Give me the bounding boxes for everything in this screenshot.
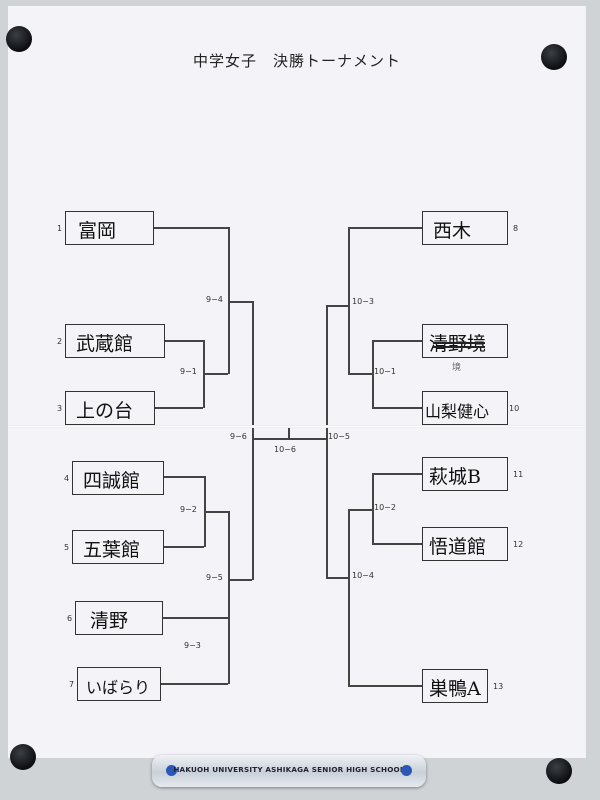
team-box-2: 2 武蔵館	[57, 324, 165, 358]
plaque-screw-icon	[401, 765, 412, 776]
bracket-line	[165, 340, 203, 342]
seed-number: 3	[57, 404, 63, 413]
magnet-pin	[546, 758, 572, 784]
team-box-8: 西木 8	[422, 211, 518, 245]
team-name: 四誠館	[83, 470, 141, 492]
tournament-sheet: 中学女子 決勝トーナメント 1 富岡 2 武蔵館 3 上の台 4 四誠館 5 五…	[8, 6, 586, 758]
bracket-line	[228, 227, 230, 374]
team-name: 山梨健心	[425, 402, 490, 421]
bracket-line	[348, 305, 350, 374]
seed-number: 12	[513, 540, 524, 549]
bracket-line	[348, 509, 373, 511]
handwritten-note: 境	[452, 363, 462, 373]
magnet-pin	[10, 744, 36, 770]
bracket-line	[155, 407, 203, 409]
bracket-line	[203, 373, 228, 375]
bracket-line	[348, 227, 350, 305]
match-label-10-3: 10−3	[352, 297, 374, 306]
bracket-line	[326, 305, 349, 307]
final-line	[288, 427, 290, 439]
magnet-pin	[541, 44, 567, 70]
team-box-12: 悟道館 12	[422, 527, 523, 561]
bracket-line	[228, 579, 252, 581]
plaque-screw-icon	[166, 765, 177, 776]
bracket-line	[372, 473, 374, 544]
bracket-line	[288, 438, 326, 440]
team-name: 清野境	[429, 333, 487, 355]
bracket-line	[326, 305, 328, 578]
sheet-title: 中学女子 決勝トーナメント	[192, 52, 401, 70]
bracket-line	[372, 340, 422, 342]
bracket-line	[154, 227, 228, 229]
team-name: いばらり	[86, 678, 151, 697]
match-label-10-5: 10−5	[328, 432, 350, 441]
team-name: 萩城B	[429, 466, 481, 488]
seed-number: 8	[513, 224, 519, 233]
team-name: 武蔵館	[76, 333, 134, 355]
bracket-line	[164, 546, 204, 548]
bracket-line	[372, 473, 422, 475]
match-label-10-2: 10−2	[374, 503, 396, 512]
team-name: 悟道館	[429, 536, 487, 558]
seed-number: 11	[513, 470, 524, 479]
seed-number: 6	[67, 614, 73, 623]
team-box-13: 巣鴨A 13	[422, 669, 503, 703]
bracket-line	[161, 683, 228, 685]
bracket-line	[163, 617, 228, 619]
match-label-9-3: 9−3	[184, 641, 201, 650]
nameplate-text: HAKUOH UNIVERSITY ASHIKAGA SENIOR HIGH S…	[173, 765, 405, 774]
match-label-9-2: 9−2	[180, 505, 197, 514]
bracket-line	[228, 511, 230, 651]
bracket-line	[348, 509, 350, 686]
bracket-line	[164, 476, 204, 478]
magnet-pin	[6, 26, 32, 52]
seed-number: 2	[57, 337, 63, 346]
team-name: 西木	[433, 220, 472, 242]
team-box-6: 6 清野	[67, 601, 163, 635]
team-box-11: 萩城B 11	[422, 457, 523, 491]
match-label-10-4: 10−4	[352, 571, 374, 580]
bracket-line	[348, 685, 422, 687]
bracket-line	[326, 577, 349, 579]
team-name: 上の台	[76, 400, 134, 422]
seed-number: 13	[493, 682, 504, 691]
bracket-line	[204, 511, 228, 513]
match-label-10-6: 10−6	[274, 445, 296, 454]
bracket-line	[372, 543, 422, 545]
team-name: 富岡	[78, 220, 117, 242]
match-label-10-1: 10−1	[374, 367, 396, 376]
seed-number: 5	[64, 543, 70, 552]
bracket-line	[228, 301, 252, 303]
team-box-9: 清野境	[422, 324, 508, 358]
bracket-line	[252, 301, 254, 580]
team-box-10: 山梨健心 10	[422, 391, 519, 425]
seed-number: 4	[64, 474, 70, 483]
bracket-line	[252, 438, 288, 440]
match-label-9-1: 9−1	[180, 367, 197, 376]
team-box-3: 3 上の台	[57, 391, 155, 425]
school-nameplate: HAKUOH UNIVERSITY ASHIKAGA SENIOR HIGH S…	[152, 755, 426, 787]
seed-number: 1	[57, 224, 63, 233]
team-box-1: 1 富岡	[57, 211, 154, 245]
team-name: 五葉館	[83, 539, 141, 561]
bracket-line	[348, 227, 422, 229]
seed-number: 7	[69, 680, 75, 689]
strikethrough-mark	[433, 342, 485, 344]
match-label-9-5: 9−5	[206, 573, 223, 582]
paper-fold-crease	[8, 425, 586, 428]
team-box-4: 4 四誠館	[64, 461, 164, 495]
team-box-5: 5 五葉館	[64, 530, 164, 564]
seed-number: 10	[509, 404, 520, 413]
team-name: 清野	[90, 610, 129, 632]
match-label-9-6: 9−6	[230, 432, 247, 441]
bracket-line	[348, 373, 373, 375]
team-name: 巣鴨A	[429, 678, 481, 700]
bracket-line	[372, 407, 422, 409]
strikethrough-mark	[433, 346, 485, 348]
match-label-9-4: 9−4	[206, 295, 223, 304]
team-box-7: 7 いばらり	[69, 667, 161, 701]
